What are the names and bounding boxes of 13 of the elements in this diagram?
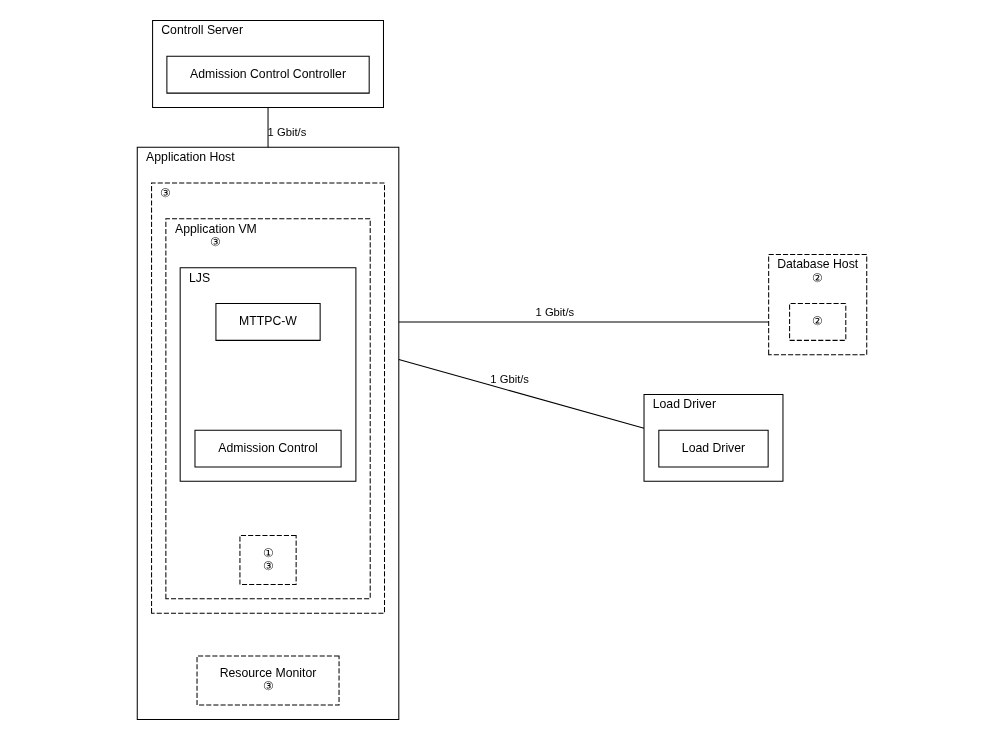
edge-label: 1 Gbit/s xyxy=(535,305,575,318)
node-box: ② xyxy=(789,303,847,341)
node-box: Admission Control xyxy=(194,429,342,468)
node-box: Resource Monitor ③ xyxy=(196,655,340,706)
node-box: ① ③ xyxy=(239,535,297,586)
connector xyxy=(267,106,269,148)
node-box: MTTPC-W xyxy=(215,303,321,341)
node-box: Admission Control Controller xyxy=(166,55,370,94)
edge-label: 1 Gbit/s xyxy=(490,373,529,386)
connector xyxy=(398,359,645,429)
edge-label: 1 Gbit/s xyxy=(267,125,307,138)
node-box: Load Driver xyxy=(658,429,769,468)
connector xyxy=(398,321,770,323)
